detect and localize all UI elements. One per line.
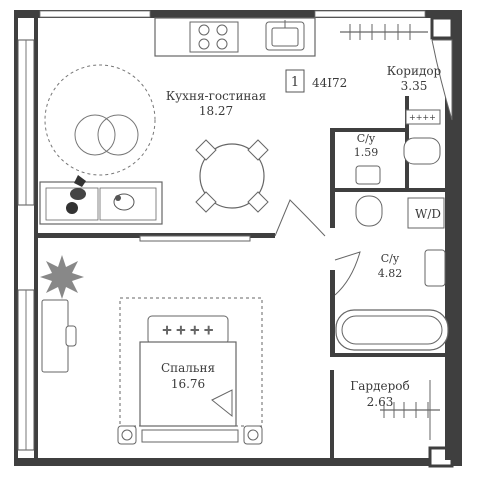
bed: + + + +: [119, 297, 263, 427]
wardrobe-rail: [380, 380, 440, 440]
bath-door: [334, 251, 361, 296]
tv-unit: [139, 235, 251, 242]
room-area-bedroom: 16.76: [171, 377, 205, 391]
washer-label: W/D: [415, 207, 441, 221]
room-name-kitchen: Кухня-гостиная: [166, 89, 266, 103]
dining-table: [195, 139, 269, 213]
corridor-rail: [340, 24, 428, 40]
person-icon: [66, 175, 86, 214]
room-name-wardrobe: Гардероб: [350, 379, 409, 393]
room-area-corridor: 3.35: [401, 79, 428, 93]
room-name-wc-large: С/у: [381, 252, 400, 265]
top-right-column: [430, 16, 454, 40]
apartment-code: 44I72: [312, 76, 347, 90]
desk-chair: [41, 299, 77, 373]
small-bath-fixtures: [355, 137, 441, 185]
cat-icon: [113, 193, 135, 211]
room-area-wardrobe: 2.63: [367, 395, 394, 409]
room-area-wc-large: 4.82: [378, 267, 403, 280]
room-name-wc-small: С/у: [357, 132, 376, 145]
entrance-door: [431, 39, 453, 121]
left-windows: [17, 39, 35, 451]
labels: 1 44I72 Кухня-гостиная 18.27 Коридор 3.3…: [161, 64, 442, 409]
top-windows: [39, 10, 426, 18]
kitchen-counter: [154, 17, 316, 57]
svg-text:++++: ++++: [409, 113, 436, 122]
rooms-count: 1: [291, 75, 299, 90]
living-rug: [44, 64, 156, 176]
radiators: [117, 425, 263, 445]
room-name-bedroom: Спальня: [161, 361, 215, 375]
hob: [189, 21, 239, 53]
shoe-rack: [405, 109, 441, 125]
rooms-count-box: [285, 69, 305, 93]
outer-walls: [14, 10, 462, 466]
room-area-wc-small: 1.59: [354, 146, 379, 159]
plant-icon: [40, 255, 84, 299]
living-door: [274, 199, 326, 237]
sofa: [39, 181, 163, 225]
large-bath-fixtures: [335, 195, 449, 351]
room-area-kitchen: 18.27: [199, 104, 233, 118]
room-name-corridor: Коридор: [387, 64, 442, 78]
svg-text:+ + + +: + + + +: [162, 323, 214, 337]
